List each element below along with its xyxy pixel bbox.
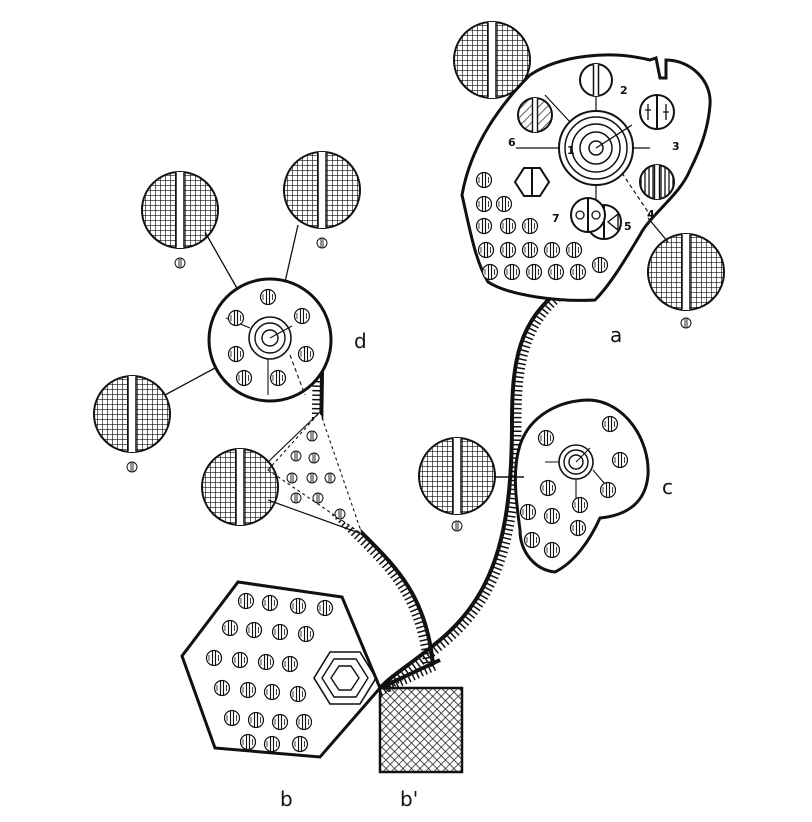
house-symbol [543,541,561,559]
house-symbol [521,217,539,235]
house-symbol [599,481,617,499]
house-symbol [543,507,561,525]
house-symbol [237,592,255,610]
house-symbol [334,508,346,520]
a-sector-1-hexagon [513,167,551,197]
a-number-5: 5 [624,220,632,233]
house-symbol [499,217,517,235]
house-symbol [297,625,315,643]
house-symbol [281,655,299,673]
house-symbol [247,711,265,729]
house-symbol [235,369,253,387]
house-symbol [316,599,334,617]
house-symbol [261,594,279,612]
settlement-d [207,277,333,403]
house-symbol [481,263,499,281]
house-symbol [269,369,287,387]
house-symbol [503,263,521,281]
house-symbol [295,713,313,731]
house-symbol [293,307,311,325]
house-symbol [263,683,281,701]
house-symbol [525,263,543,281]
house-symbol [495,195,513,213]
settlement-a: 1 2 3 4 5 6 7 [460,53,712,302]
house-symbol [475,195,493,213]
house-symbol [263,735,281,753]
a-number-4: 4 [647,208,655,221]
house-symbol [289,597,307,615]
d-satellites [93,151,361,473]
house-symbol [205,649,223,667]
a-sector-6-disk [517,97,553,133]
house-symbol [499,241,517,259]
a-number-1: 1 [567,144,575,157]
label-a: a [610,323,622,347]
c-satellite [418,437,524,532]
house-symbol [221,619,239,637]
house-symbol [231,651,249,669]
house-symbol [324,472,336,484]
house-symbol [601,415,619,433]
a-sector-7-disk [570,197,606,233]
house-symbol [569,263,587,281]
house-symbol [227,309,245,327]
house-symbol [521,241,539,259]
a-number-2: 2 [620,84,628,97]
house-symbol [611,451,629,469]
label-c: c [662,475,673,499]
label-b: b [280,787,293,811]
a-number-6: 6 [508,136,516,149]
house-symbol [475,171,493,189]
house-symbol [306,472,318,484]
house-symbol [475,217,493,235]
settlement-c [513,398,650,574]
house-symbol [571,496,589,514]
house-symbol [239,681,257,699]
house-symbol [477,241,495,259]
a-number-3: 3 [672,140,680,153]
house-symbol [543,241,561,259]
house-symbol [286,472,298,484]
settlement-b [180,580,382,759]
house-symbol [259,288,277,306]
house-symbol [290,492,302,504]
house-symbol [213,679,231,697]
house-symbol [271,623,289,641]
house-symbol [290,450,302,462]
a-sector-2-disk [579,63,613,97]
house-symbol [271,713,289,731]
house-symbol [591,256,609,274]
label-b-prime: b' [400,787,418,811]
a-sector-4-disk [639,164,675,200]
house-symbol [519,503,537,521]
house-symbol [308,452,320,464]
a-satellite-top [453,21,531,99]
house-symbol [539,479,557,497]
house-symbol [239,733,257,751]
b-prime-square [378,686,464,774]
house-symbol [537,429,555,447]
house-symbol [569,519,587,537]
house-symbol [312,492,324,504]
house-symbol [306,430,318,442]
house-symbol [223,709,241,727]
a-satellite-right [647,217,725,329]
d-road-suburb [201,410,364,536]
house-symbol [523,531,541,549]
house-symbol [245,621,263,639]
house-symbol [289,685,307,703]
house-symbol [227,345,245,363]
house-symbol [291,735,309,753]
b-hexagon-centre [313,651,377,705]
house-symbol [297,345,315,363]
a-number-7: 7 [552,212,560,225]
house-symbol [547,263,565,281]
a-sector-3-disk [639,94,675,130]
house-symbol [565,241,583,259]
label-d: d [354,329,367,353]
house-symbol [257,653,275,671]
road-a-to-b [378,288,568,694]
